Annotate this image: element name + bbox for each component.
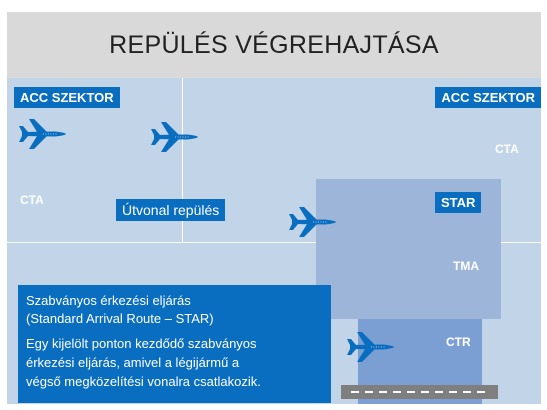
info-body: Egy kijelölt ponton kezdődő szabványos é… (26, 334, 323, 391)
info-title-line: (Standard Arrival Route – STAR) (26, 311, 214, 326)
runway-centerline (351, 391, 488, 393)
cta-label-right: CTA (495, 142, 519, 156)
page-title: REPÜLÉS VÉGREHAJTÁSA (109, 30, 439, 59)
ctr-label: CTR (446, 335, 471, 349)
header-bar: REPÜLÉS VÉGREHAJTÁSA (7, 12, 541, 78)
info-body-line: Egy kijelölt ponton kezdődő szabványos (26, 336, 257, 351)
acc-sector-label-left: ACC SZEKTOR (14, 87, 120, 108)
airplane-icon (347, 332, 394, 362)
airplane-icon (151, 122, 198, 152)
info-body-line: érkezési eljárás, amivel a légijármű a (26, 355, 240, 370)
star-info-box: Szabványos érkezési eljárás (Standard Ar… (18, 285, 331, 403)
sector-divider-horizontal (7, 242, 541, 243)
info-title: Szabványos érkezési eljárás (Standard Ar… (26, 292, 323, 328)
info-title-line: Szabványos érkezési eljárás (26, 293, 191, 308)
airplane-icon (19, 119, 66, 149)
info-body-line: végső megközelítési vonalra csatlakozik. (26, 374, 261, 389)
sector-divider-vertical (182, 78, 183, 243)
tma-label: TMA (453, 259, 479, 273)
cta-label-left: CTA (20, 193, 44, 207)
star-label: STAR (435, 192, 482, 213)
route-label: Útvonal repülés (116, 199, 226, 221)
runway (341, 385, 498, 399)
acc-sector-label-right: ACC SZEKTOR (435, 87, 541, 108)
airspace-area: ACC SZEKTOR ACC SZEKTOR CTA CTA Útvonal … (7, 78, 541, 404)
airplane-icon (289, 207, 336, 237)
